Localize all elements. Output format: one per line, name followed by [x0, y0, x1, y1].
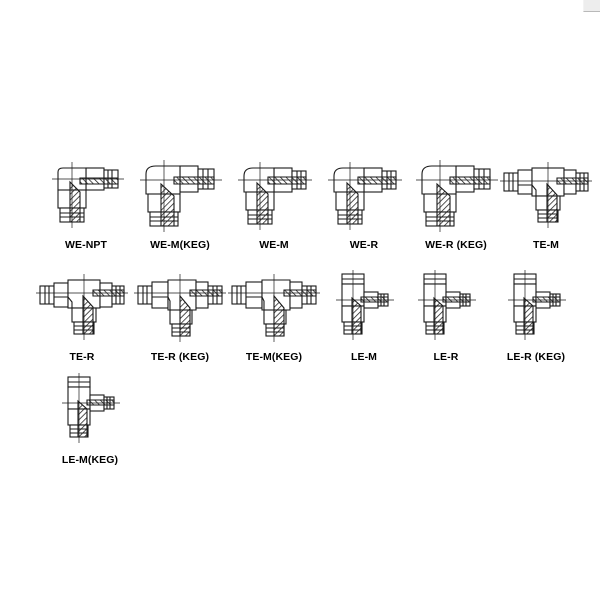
fitting-cell-we-m-keg[interactable]: WE-M(KEG) [134, 152, 226, 251]
fitting-cell-te-r[interactable]: TE-R [36, 268, 128, 363]
fitting-label: TE-R (KEG) [150, 351, 210, 363]
fitting-drawing-run-tee [62, 373, 120, 443]
fitting-drawing-elbow [328, 162, 402, 230]
fitting-cell-le-m-keg[interactable]: LE-M(KEG) [48, 371, 132, 466]
fitting-drawing-elbow [416, 160, 498, 232]
fitting-drawing-tee [228, 274, 320, 342]
fitting-drawing-tee [500, 162, 592, 228]
fitting-cell-le-r-keg[interactable]: LE-R (KEG) [496, 268, 576, 363]
fitting-drawing-run-tee [418, 270, 476, 340]
fitting-label: LE-R (KEG) [506, 351, 566, 363]
fitting-drawing-elbow [140, 160, 222, 232]
fitting-label: WE-M(KEG) [150, 239, 210, 251]
fitting-label: TE-M(KEG) [245, 351, 303, 363]
fitting-label: WE-R [349, 239, 379, 251]
corner-mark [583, 0, 600, 12]
fitting-cell-we-npt[interactable]: WE-NPT [44, 152, 128, 251]
fitting-cell-te-m[interactable]: TE-M [500, 152, 592, 251]
fitting-drawing-tee [134, 274, 226, 342]
fitting-cell-we-r[interactable]: WE-R [322, 152, 406, 251]
fitting-cell-te-r-keg[interactable]: TE-R (KEG) [134, 268, 226, 363]
fitting-drawing-run-tee [336, 270, 394, 340]
fitting-cell-we-m[interactable]: WE-M [232, 152, 316, 251]
fitting-label: TE-R [69, 351, 95, 363]
fitting-cell-le-r[interactable]: LE-R [412, 268, 480, 363]
fitting-label: TE-M [532, 239, 560, 251]
fitting-drawing-elbow [238, 162, 312, 230]
fitting-label: WE-M [259, 239, 289, 251]
fitting-drawing-tee [36, 274, 128, 340]
fitting-label: LE-M [350, 351, 378, 363]
fitting-drawing-run-tee [508, 270, 566, 340]
fitting-label: LE-R [433, 351, 459, 363]
fitting-cell-we-r-keg[interactable]: WE-R (KEG) [410, 152, 502, 251]
fitting-drawing-elbow [52, 162, 124, 228]
fitting-label: WE-NPT [64, 239, 107, 251]
fitting-cell-le-m[interactable]: LE-M [330, 268, 398, 363]
fitting-label: WE-R (KEG) [425, 239, 487, 251]
fitting-label: LE-M(KEG) [61, 454, 119, 466]
fitting-cell-te-m-keg[interactable]: TE-M(KEG) [228, 268, 320, 363]
